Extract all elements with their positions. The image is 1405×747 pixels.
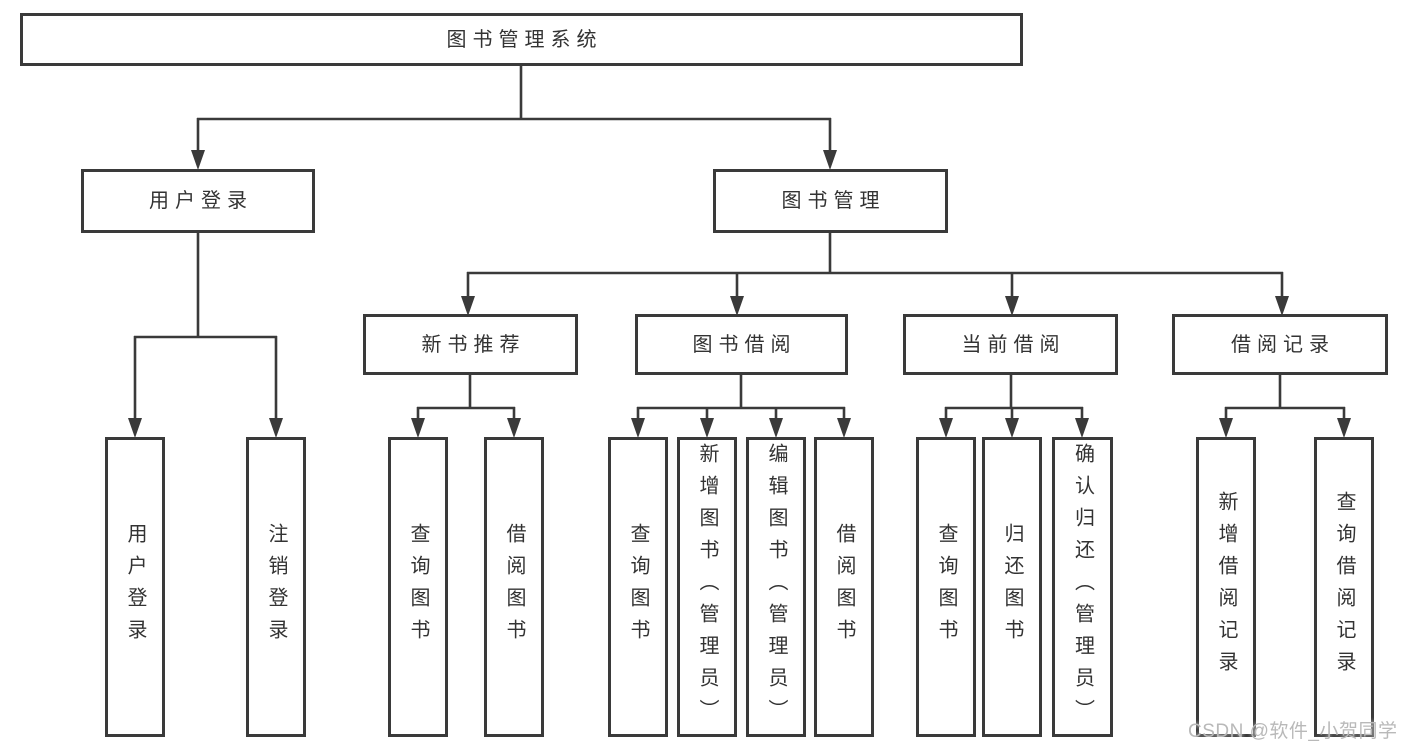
leaf-label: 编辑图书（管理员） [765, 443, 787, 731]
node-label: 图书管理系统 [446, 28, 603, 51]
leaf-query-books-recommend: 查询图书 [388, 437, 448, 737]
leaf-borrow-books-recommend: 借阅图书 [484, 437, 544, 737]
node-borrowing-records: 借阅记录 [1172, 314, 1388, 375]
leaf-confirm-return-admin: 确认归还（管理员） [1052, 437, 1113, 737]
leaf-label: 查询图书 [627, 523, 649, 651]
node-book-management: 图书管理 [713, 169, 948, 233]
node-book-borrowing: 图书借阅 [635, 314, 848, 375]
node-label: 用户登录 [149, 190, 253, 212]
leaf-query-books-borrowing: 查询图书 [608, 437, 668, 737]
leaf-borrow-books-borrowing: 借阅图书 [814, 437, 874, 737]
leaf-logout: 注销登录 [246, 437, 306, 737]
leaf-label: 注销登录 [265, 523, 287, 651]
node-label: 新书推荐 [421, 333, 526, 356]
leaf-label: 归还图书 [1001, 523, 1023, 651]
node-label: 图书借阅 [692, 333, 797, 356]
csdn-watermark: CSDN @软件_小贺同学 [1188, 721, 1398, 742]
leaf-label: 新增借阅记录 [1215, 491, 1237, 683]
node-label: 借阅记录 [1231, 333, 1335, 356]
node-new-book-recommend: 新书推荐 [363, 314, 578, 375]
node-user-login: 用户登录 [81, 169, 315, 233]
leaf-label: 查询借阅记录 [1333, 491, 1355, 683]
node-current-borrowing: 当前借阅 [903, 314, 1118, 375]
node-label: 当前借阅 [961, 333, 1066, 356]
leaf-edit-book-admin: 编辑图书（管理员） [746, 437, 806, 737]
leaf-query-books-current: 查询图书 [916, 437, 976, 737]
leaf-user-login: 用户登录 [105, 437, 165, 737]
node-library-management-system: 图书管理系统 [20, 13, 1023, 66]
leaf-return-book: 归还图书 [982, 437, 1042, 737]
leaf-label: 新增图书（管理员） [696, 443, 718, 731]
node-label: 图书管理 [781, 190, 886, 212]
leaf-label: 查询图书 [935, 523, 957, 651]
leaf-label: 用户登录 [124, 523, 146, 651]
leaf-label: 借阅图书 [833, 523, 855, 651]
leaf-label: 查询图书 [407, 523, 429, 651]
leaf-add-borrow-record: 新增借阅记录 [1196, 437, 1256, 737]
leaf-label: 确认归还（管理员） [1071, 443, 1094, 731]
leaf-add-book-admin: 新增图书（管理员） [677, 437, 737, 737]
leaf-query-borrow-record: 查询借阅记录 [1314, 437, 1374, 737]
leaf-label: 借阅图书 [503, 523, 525, 651]
